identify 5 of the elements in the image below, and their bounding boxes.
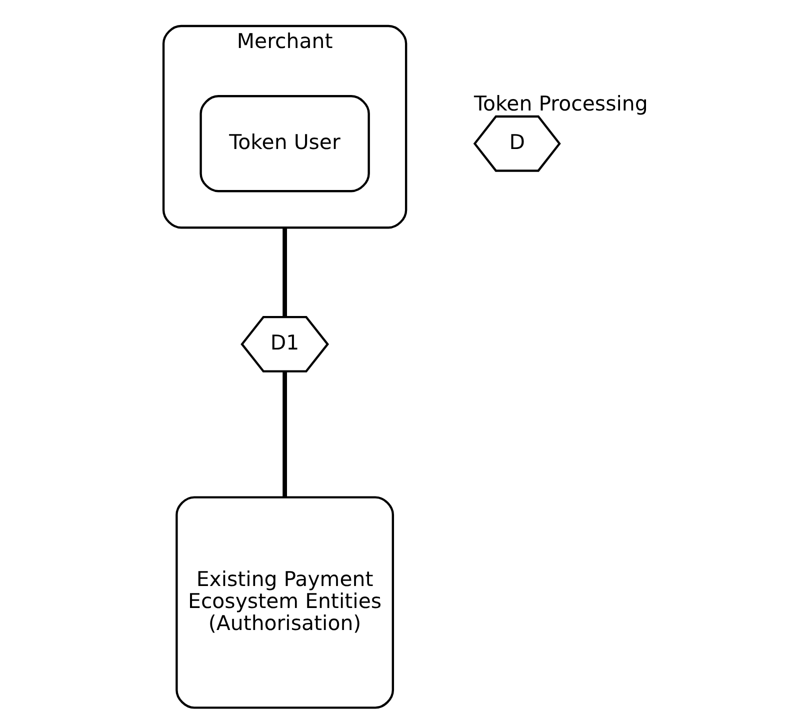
node-box: Existing Payment Ecosystem Entities (Authorisation) bbox=[175, 496, 394, 709]
node-box: Token User bbox=[199, 95, 370, 192]
connector bbox=[282, 228, 286, 317]
node-label: Token Processing bbox=[474, 92, 648, 116]
connector bbox=[282, 372, 286, 498]
